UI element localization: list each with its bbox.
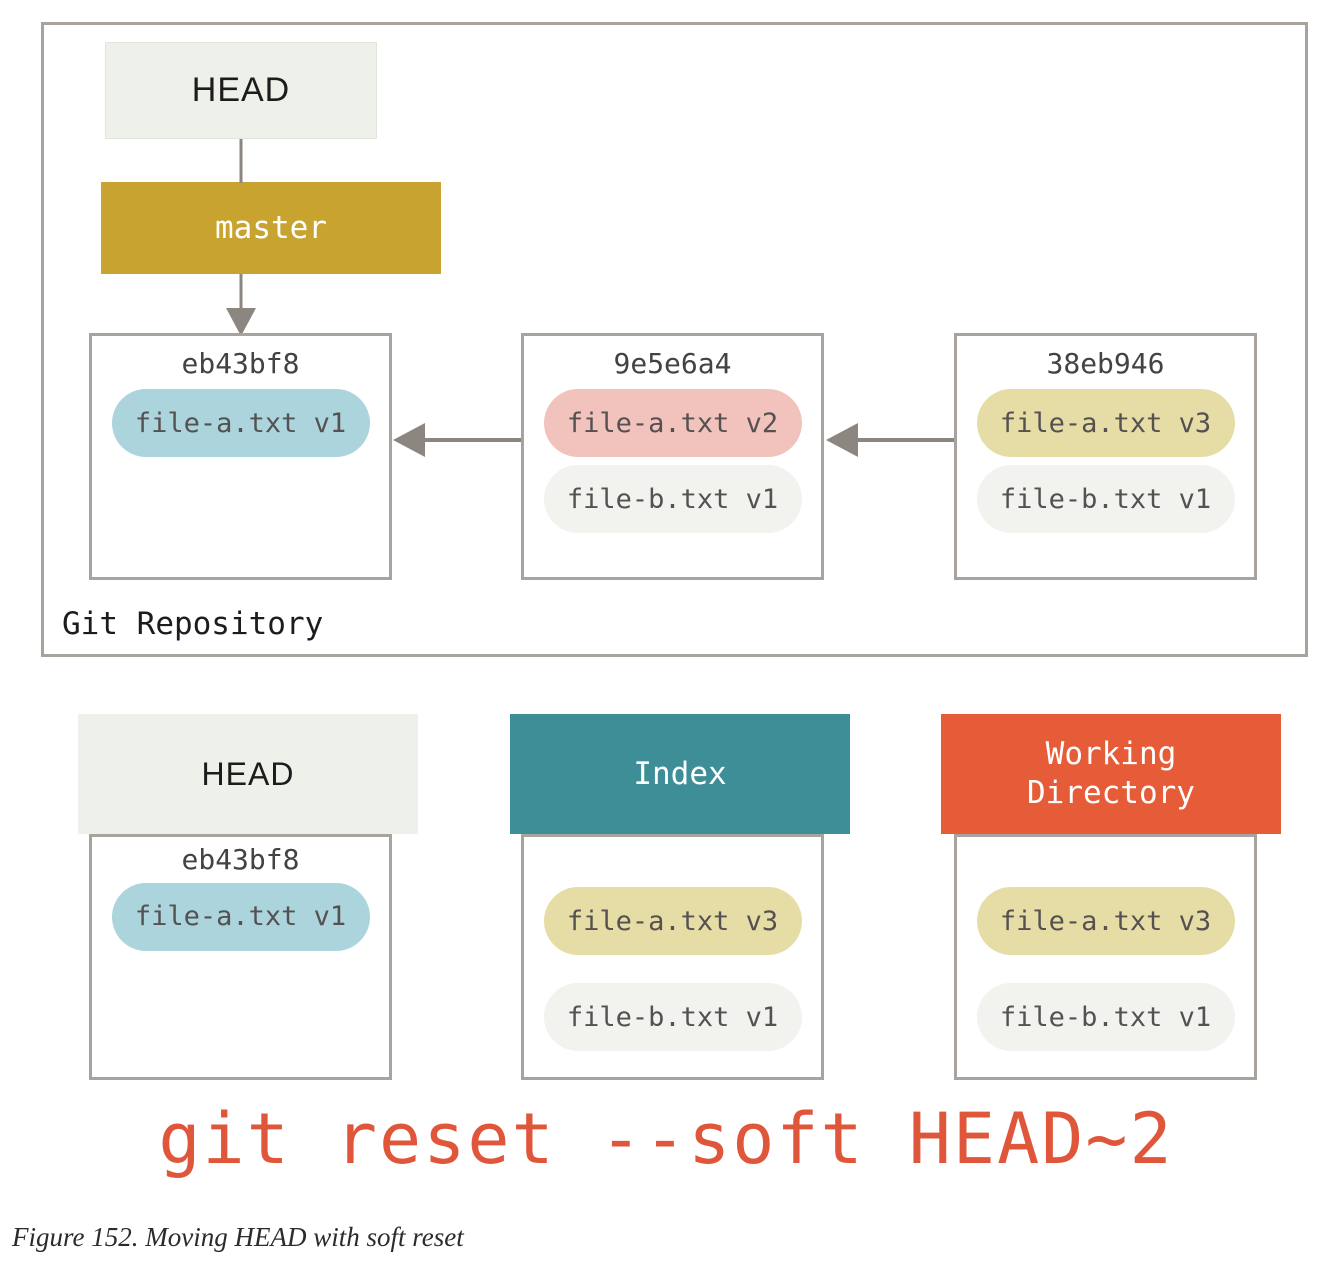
file-pill: file-b.txt v1 — [976, 983, 1235, 1051]
figure-caption: Figure 152. Moving HEAD with soft reset — [12, 1222, 464, 1252]
file-pill: file-b.txt v1 — [543, 983, 802, 1051]
file-pill: file-b.txt v1 — [976, 465, 1235, 533]
file-pill: file-a.txt v3 — [976, 389, 1235, 457]
commit-box: 9e5e6a4 file-a.txt v2 file-b.txt v1 — [521, 333, 824, 580]
commit-box: 38eb946 file-a.txt v3 file-b.txt v1 — [954, 333, 1257, 580]
branch-master-box: master — [101, 182, 441, 274]
git-command-text: git reset --soft HEAD~2 — [158, 1098, 1174, 1180]
git-repository-label: Git Repository — [62, 606, 324, 642]
commit-sha: 38eb946 — [1046, 347, 1165, 380]
file-pill: file-a.txt v2 — [543, 389, 802, 457]
tree-body-working-directory: file-a.txt v3 file-b.txt v1 — [954, 834, 1257, 1080]
tree-header-head: HEAD — [78, 714, 418, 834]
file-pill: file-b.txt v1 — [543, 465, 802, 533]
tree-header-index: Index — [510, 714, 850, 834]
commit-box: eb43bf8 file-a.txt v1 — [89, 333, 392, 580]
file-pill: file-a.txt v1 — [111, 389, 370, 457]
file-pill: file-a.txt v3 — [976, 887, 1235, 955]
head-pointer-box: HEAD — [105, 42, 377, 139]
tree-body-head: eb43bf8 file-a.txt v1 — [89, 834, 392, 1080]
commit-sha: 9e5e6a4 — [613, 347, 732, 380]
tree-sha: eb43bf8 — [181, 843, 300, 876]
file-pill: file-a.txt v1 — [111, 882, 370, 951]
tree-body-index: file-a.txt v3 file-b.txt v1 — [521, 834, 824, 1080]
file-pill: file-a.txt v3 — [543, 887, 802, 955]
commit-sha: eb43bf8 — [181, 347, 300, 380]
tree-header-working-directory: Working Directory — [941, 714, 1281, 834]
